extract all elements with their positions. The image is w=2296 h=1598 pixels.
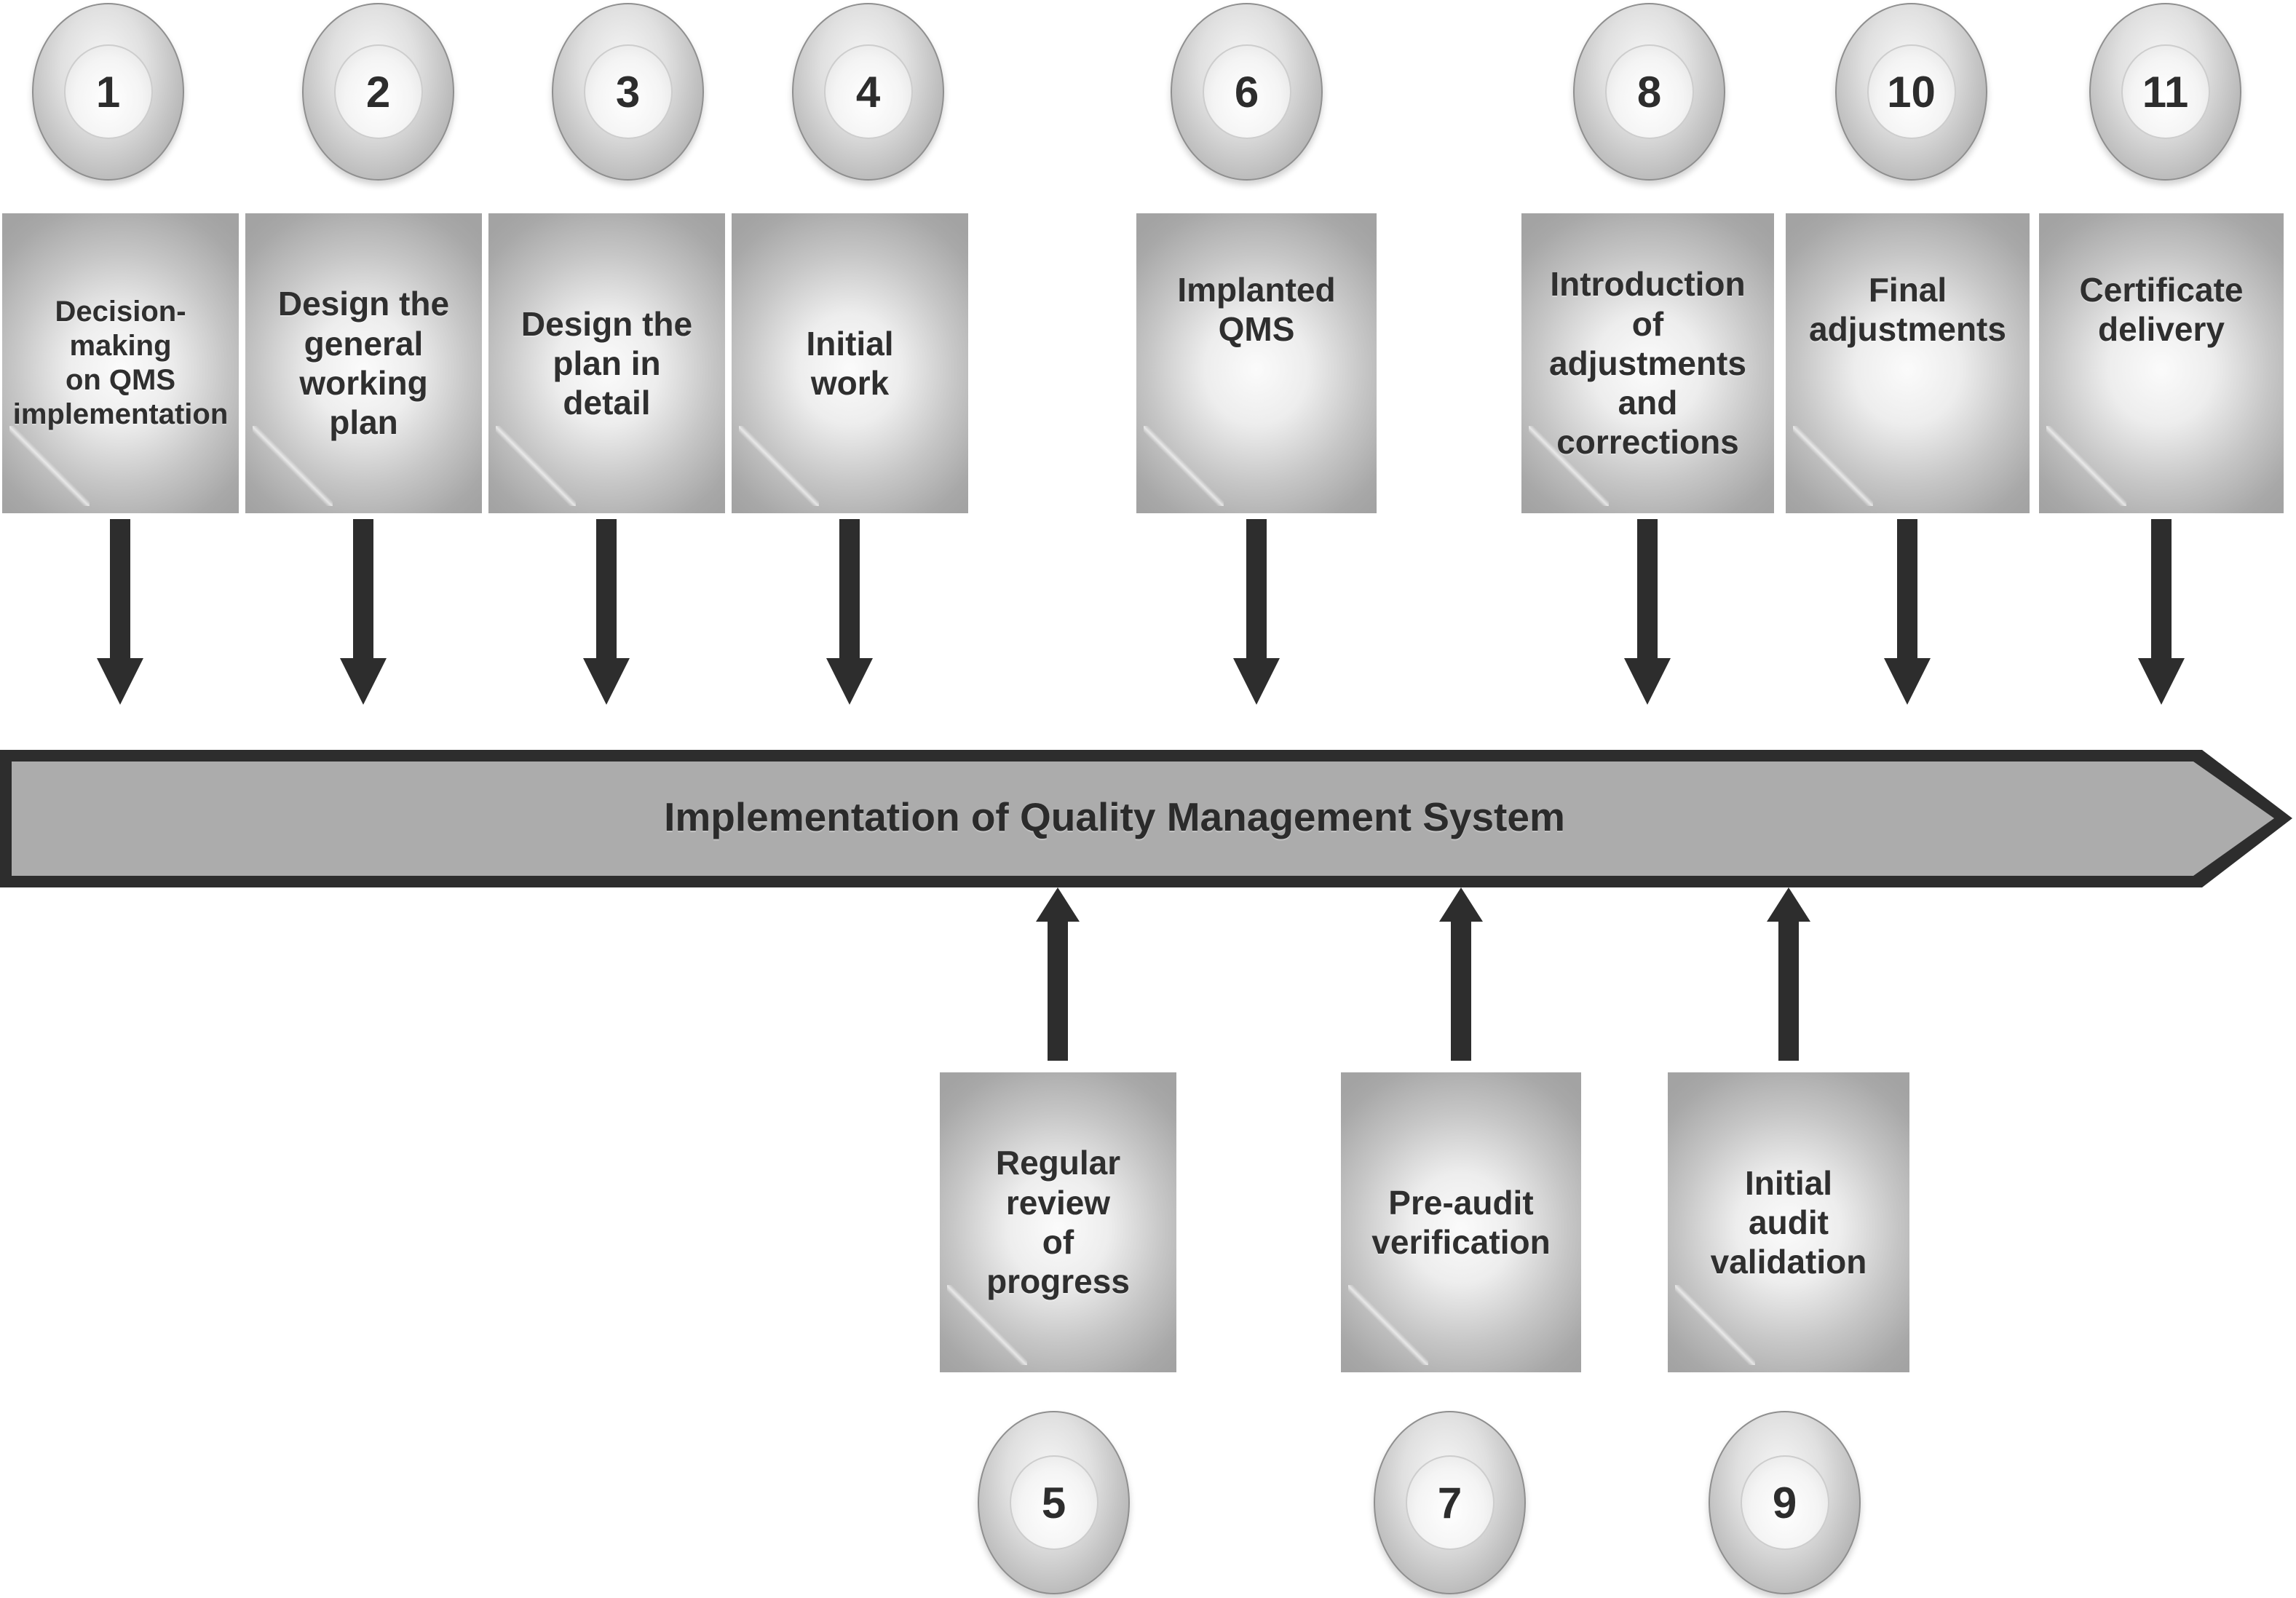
timeline-arrow-banner	[0, 750, 2292, 887]
step-box-11: Certificate delivery	[2039, 213, 2284, 513]
step-box-2: Design the general working plan	[245, 213, 482, 513]
step-box-7-label: Pre-audit verification	[1371, 1183, 1551, 1261]
step-circle-10: 10	[1835, 3, 1987, 181]
step-box-8-label: Introduction of adjustments and correcti…	[1549, 265, 1746, 462]
step-box-9: Initial audit validation	[1668, 1072, 1909, 1372]
step-box-1: Decision- making on QMS implementation	[2, 213, 239, 513]
step-box-4: Initial work	[732, 213, 968, 513]
step-circle-1: 1	[32, 3, 184, 181]
step-number-7: 7	[1437, 1478, 1462, 1527]
down-arrow-step1-icon	[97, 519, 143, 705]
step-number-8: 8	[1636, 67, 1662, 116]
step-circle-2-inner: 2	[333, 44, 423, 139]
step-number-9: 9	[1772, 1478, 1797, 1527]
step-circle-5-inner: 5	[1009, 1455, 1098, 1550]
step-box-5-label: Regular review of progress	[986, 1144, 1130, 1301]
step-number-5: 5	[1041, 1478, 1066, 1527]
down-arrow-step4-icon	[826, 519, 873, 705]
step-circle-7: 7	[1374, 1411, 1526, 1594]
step-circle-9-inner: 9	[1740, 1455, 1829, 1550]
step-box-11-label: Certificate delivery	[2079, 271, 2244, 349]
step-circle-5: 5	[978, 1411, 1130, 1594]
down-arrow-step11-icon	[2138, 519, 2185, 705]
step-box-7: Pre-audit verification	[1341, 1072, 1581, 1372]
step-box-6: Implanted QMS	[1136, 213, 1377, 513]
step-circle-9: 9	[1709, 1411, 1861, 1594]
step-circle-6-inner: 6	[1202, 44, 1291, 139]
step-box-10-label: Final adjustments	[1809, 271, 2006, 349]
step-number-3: 3	[615, 67, 641, 116]
step-circle-7-inner: 7	[1405, 1455, 1495, 1550]
timeline-banner-label: Implementation of Quality Management Sys…	[664, 794, 1565, 839]
step-number-2: 2	[365, 67, 391, 116]
step-circle-10-inner: 10	[1867, 44, 1956, 139]
step-box-2-label: Design the general working plan	[277, 285, 450, 442]
up-arrow-step7-icon	[1439, 887, 1483, 1061]
step-circle-3-inner: 3	[583, 44, 673, 139]
step-number-10: 10	[1887, 67, 1936, 116]
step-box-6-label: Implanted QMS	[1177, 271, 1336, 349]
up-arrow-step9-icon	[1767, 887, 1810, 1061]
step-number-4: 4	[855, 67, 881, 116]
step-circle-4-inner: 4	[823, 44, 913, 139]
step-number-1: 1	[95, 67, 121, 116]
step-box-4-label: Initial work	[806, 324, 894, 402]
step-circle-6: 6	[1171, 3, 1323, 181]
step-box-1-label: Decision- making on QMS implementation	[12, 295, 229, 431]
step-circle-3: 3	[552, 3, 704, 181]
step-box-9-label: Initial audit validation	[1710, 1163, 1867, 1281]
step-circle-11-inner: 11	[2121, 44, 2210, 139]
down-arrow-step3-icon	[583, 519, 630, 705]
step-circle-4: 4	[792, 3, 944, 181]
step-circle-2: 2	[302, 3, 454, 181]
down-arrow-step2-icon	[340, 519, 387, 705]
step-circle-8: 8	[1573, 3, 1725, 181]
step-box-8: Introduction of adjustments and correcti…	[1521, 213, 1774, 513]
down-arrow-step6-icon	[1233, 519, 1280, 705]
step-circle-8-inner: 8	[1604, 44, 1694, 139]
step-circle-1-inner: 1	[63, 44, 153, 139]
step-box-10: Final adjustments	[1786, 213, 2030, 513]
step-box-5: Regular review of progress	[940, 1072, 1176, 1372]
step-circle-11: 11	[2089, 3, 2241, 181]
step-number-11: 11	[2142, 67, 2189, 116]
down-arrow-step10-icon	[1884, 519, 1931, 705]
step-box-3: Design the plan in detail	[488, 213, 725, 513]
step-box-3-label: Design the plan in detail	[520, 304, 693, 422]
up-arrow-step5-icon	[1036, 887, 1080, 1061]
step-number-6: 6	[1234, 67, 1259, 116]
down-arrow-step8-icon	[1624, 519, 1671, 705]
